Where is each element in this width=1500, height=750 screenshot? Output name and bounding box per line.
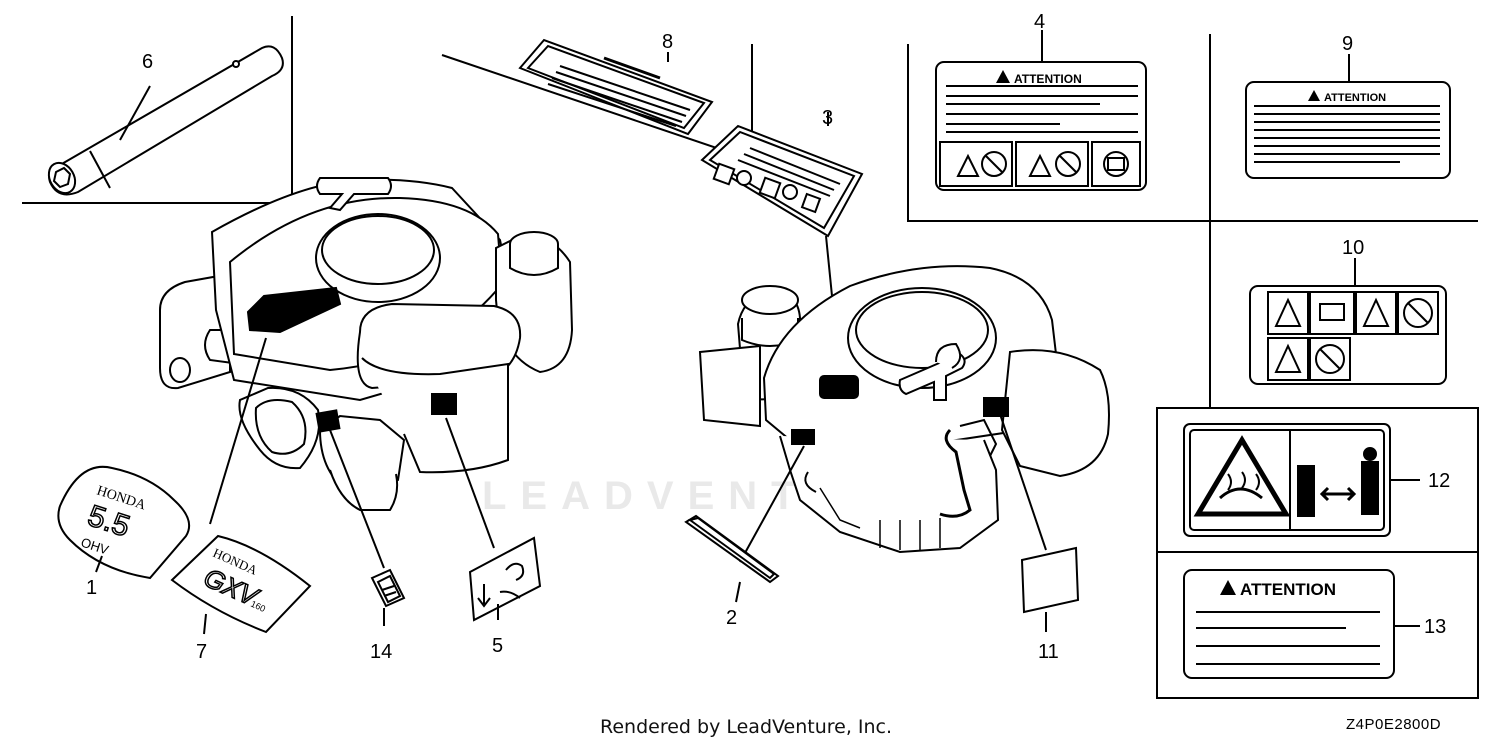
part-13-attention-label (1183, 569, 1420, 679)
right-engine (698, 265, 1110, 563)
callout-10: 10 (1342, 237, 1364, 259)
part-14-small-label (370, 568, 406, 626)
callout-1: 1 (86, 577, 97, 599)
part-8-warning-label (518, 38, 714, 136)
callout-6: 6 (142, 51, 153, 73)
part-6-spark-plug-wrench (47, 45, 284, 196)
callout-numbers: 6 8 4 9 3 10 12 13 1 2 5 11 7 14 (86, 11, 1450, 663)
part-10-pictogram-label (1249, 258, 1447, 385)
callout-2: 2 (726, 607, 737, 629)
part-13-heading: ATTENTION (1240, 580, 1336, 599)
part-7-model-emblem: HONDA GXV 160 (170, 534, 312, 635)
part-11-plain-label (1020, 546, 1080, 632)
part-5-choke-label (468, 536, 542, 622)
callout-12: 12 (1428, 470, 1450, 492)
diagram-code: Z4P0E2800D (1346, 716, 1442, 733)
left-engine (159, 177, 574, 569)
footer-credit: Rendered by LeadVenture, Inc. (600, 716, 893, 738)
part-4-heading: ATTENTION (1014, 72, 1082, 86)
callout-14: 14 (370, 641, 392, 663)
part-12-hot-surface-label (1183, 423, 1420, 537)
callout-9: 9 (1342, 33, 1353, 55)
part-2-label-strip (684, 514, 780, 603)
callout-7: 7 (196, 641, 207, 663)
callout-13: 13 (1424, 616, 1446, 638)
callout-8: 8 (662, 31, 673, 53)
callout-5: 5 (492, 635, 503, 657)
callout-11: 11 (1038, 641, 1059, 663)
label-headings: ATTENTION ATTENTION ATTENTION (996, 70, 1386, 599)
part-4-attention-label (935, 30, 1147, 191)
part-1-model-emblem: HONDA 5.5 OHV (57, 465, 190, 580)
part-9-attention-label (1245, 54, 1451, 179)
part-3-warning-label (700, 112, 864, 397)
callout-3: 3 (822, 107, 833, 129)
part-9-heading: ATTENTION (1324, 92, 1386, 104)
callout-4: 4 (1034, 11, 1045, 33)
